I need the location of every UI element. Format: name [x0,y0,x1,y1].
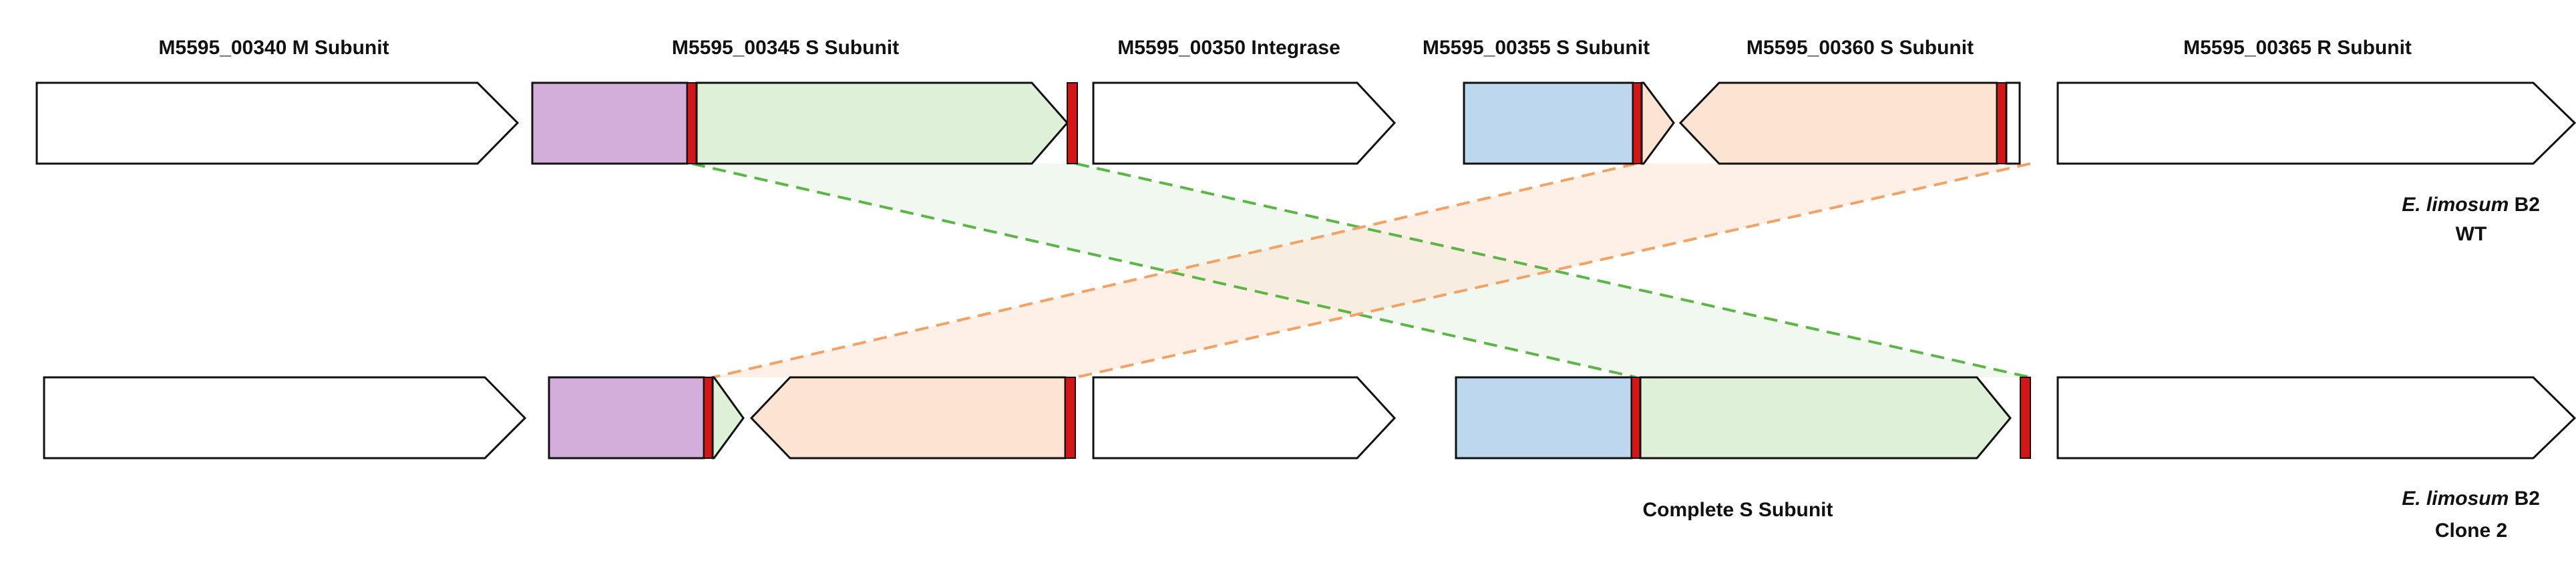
red-junction [703,377,713,459]
arrow-tip-forward [711,376,745,459]
gene-00345-wt [531,81,1069,165]
gene-00355-wt [1463,81,1675,165]
wt-species: E. limosum [2402,194,2509,216]
complete-s-subunit-clone [1455,376,2012,459]
green-dashed-line-right [1075,162,2031,379]
peach-domain-reverse-arrow [1678,81,1998,165]
complete-s-subunit-label: Complete S Subunit [1643,499,1833,521]
red-marker-clone-1 [1065,377,1076,459]
wt-row [35,81,2576,165]
red-marker-clone-2 [2020,377,2031,459]
wt-variant: WT [2456,223,2487,245]
white-domain-sliver [2005,81,2021,165]
green-dashed-line-left [691,162,1637,379]
clone-strain-label: E. limosum B2 Clone 2 [2402,488,2540,542]
clone-strain: B2 [2515,488,2540,510]
red-junction [1632,82,1642,164]
gene-label-00355: M5595_00355 S Subunit [1423,37,1650,59]
gene-labels: M5595_00340 M Subunit M5595_00345 S Subu… [158,37,2411,59]
blue-domain [1463,81,1634,165]
gene-label-00365: M5595_00365 R Subunit [2183,37,2412,59]
orange-dashed-line-right [1075,162,2031,379]
red-junction [1996,82,2007,164]
clone-species: E. limosum [2402,488,2509,510]
red-junction [1631,377,1641,459]
green-domain-arrow [1639,376,2012,459]
gene-label-00350: M5595_00350 Integrase [1117,37,1340,59]
gene-arrow-00365-wt [2056,81,2576,165]
gene-00360-wt [1678,81,2021,165]
svg-text:E. limosum B2: E. limosum B2 [2402,488,2540,510]
orange-dashed-line-left [712,162,1637,379]
gene-arrow-00350-clone [1092,376,1397,459]
wt-strain: B2 [2515,194,2540,216]
gene-arrow-00340-wt [35,81,520,165]
green-domain-arrow [695,81,1069,165]
red-marker-wt-1 [1067,82,1078,164]
gene-arrow-00365-clone [2056,376,2576,459]
gene-label-00345: M5595_00345 S Subunit [672,37,899,59]
gene-label-00360: M5595_00360 S Subunit [1746,37,1974,59]
crossover-links [691,162,2031,379]
gene-arrow-00350-wt [1092,81,1397,165]
wt-strain-label: E. limosum B2 WT [2402,194,2540,245]
arrow-tip-forward [1640,81,1675,165]
orange-link-shading [713,164,2030,377]
gene-00345-clone [548,376,1067,459]
gene-arrow-00340-clone [43,376,527,459]
purple-domain [548,376,705,459]
peach-domain-reverse-arrow [749,376,1067,459]
gene-label-00340: M5595_00340 M Subunit [158,37,389,59]
purple-domain [531,81,689,165]
red-junction [687,82,697,164]
svg-text:E. limosum B2: E. limosum B2 [2402,194,2540,216]
clone-row [43,376,2576,459]
clone-variant: Clone 2 [2435,520,2507,542]
blue-domain [1455,376,1633,459]
